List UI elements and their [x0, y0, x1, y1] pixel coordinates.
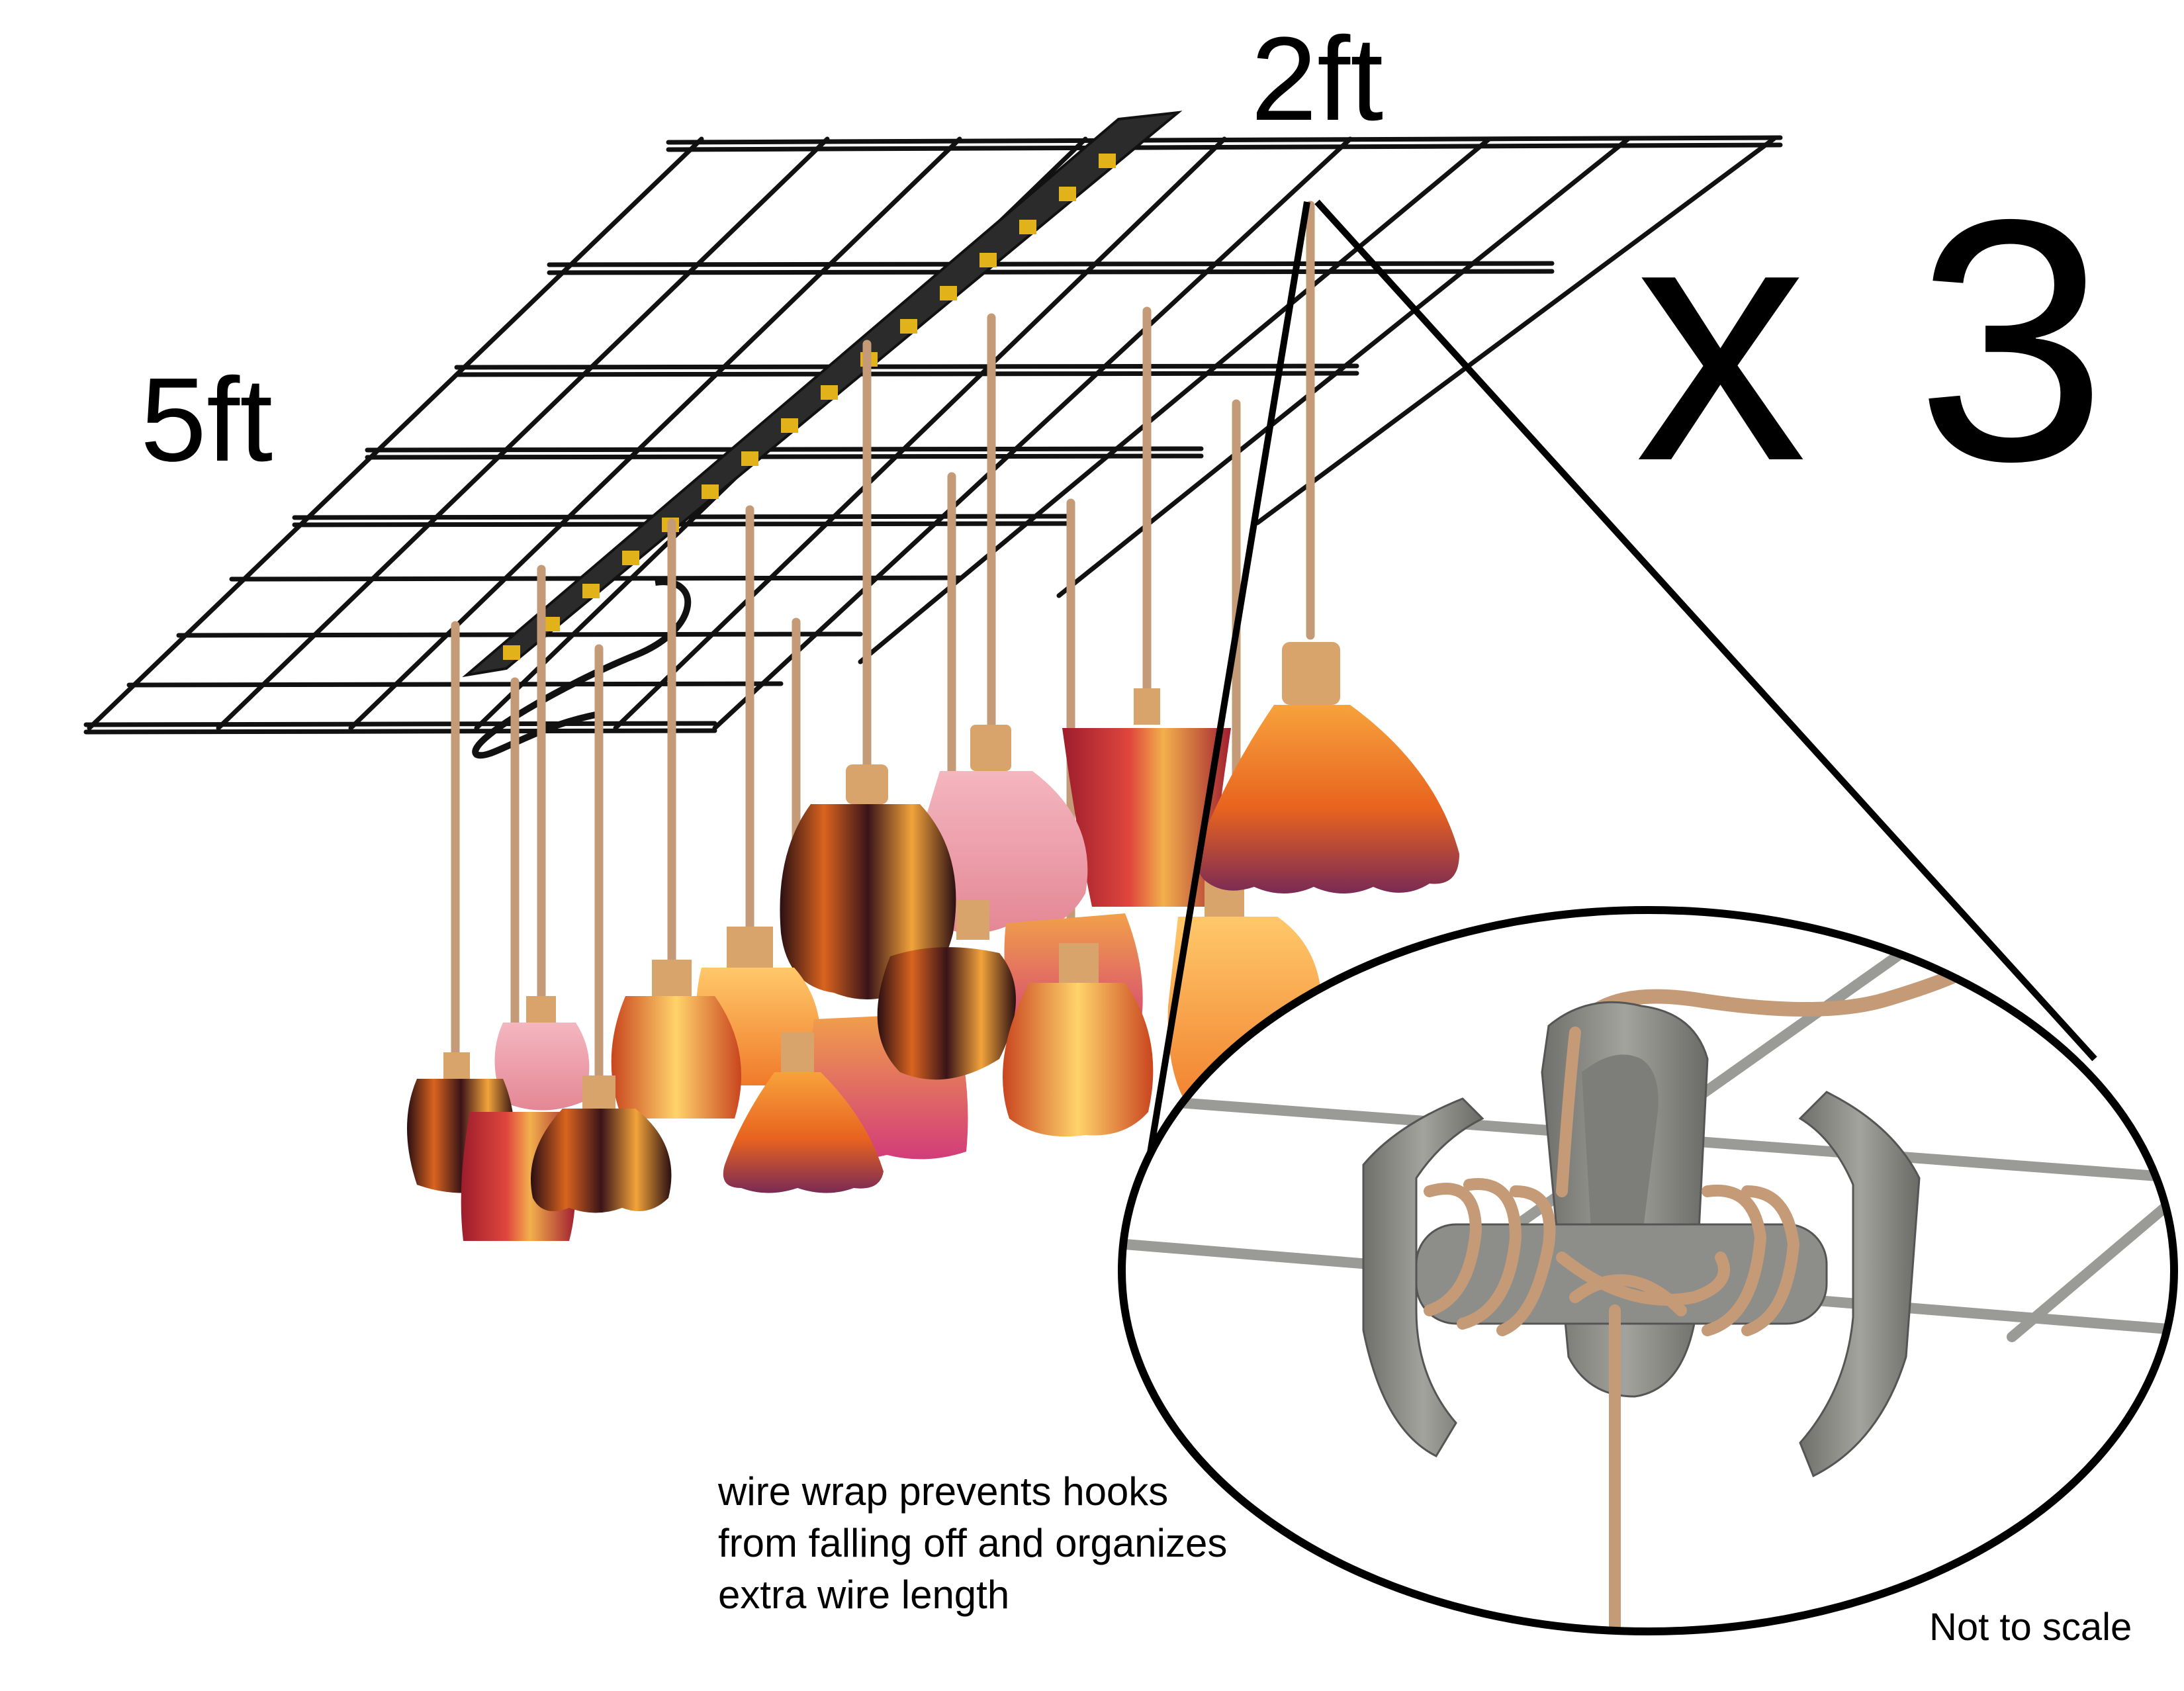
note-line: from falling off and organizes [718, 1521, 1228, 1565]
lamp-orange-swirl-left [611, 960, 741, 1119]
lamp-orange-bell-large [1197, 642, 1459, 893]
pendant-lamp-icon [407, 642, 1459, 1241]
lamp-orange-bell-small [723, 1032, 884, 1193]
depth-dimension-label: 2ft [1251, 13, 1384, 146]
scale-note: Not to scale [1929, 1606, 2132, 1649]
note-line: wire wrap prevents hooks [718, 1469, 1169, 1514]
lamp-dark-round [877, 900, 1016, 1080]
lamp-dark-ribbed [780, 764, 956, 999]
note-line: extra wire length [718, 1573, 1010, 1617]
lamp-red-wave-back [1062, 688, 1231, 907]
zoom-callout-icon [1145, 199, 2097, 1165]
hook-detail-callout [1118, 906, 2178, 1635]
lamp-dark-bell-front [531, 1075, 672, 1213]
wire-wrap-note: wire wrap prevents hooks from falling of… [718, 1466, 1227, 1621]
width-dimension-label: 5ft [140, 353, 273, 486]
lamp-orange-swirl-right [1003, 943, 1154, 1137]
power-strip-icon [462, 111, 1183, 759]
lamp-pink-small [494, 996, 590, 1111]
quantity-multiplier-label: x 3 [1635, 148, 2114, 533]
